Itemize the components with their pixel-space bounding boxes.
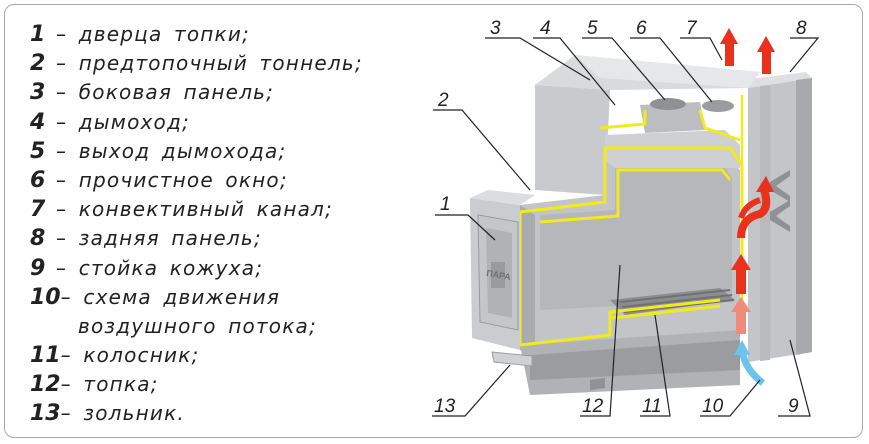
legend-item: 10– схема движения [30, 284, 281, 310]
callout-10: 10 [702, 396, 724, 417]
legend: 1– дверца топки; 2– предтопочный тоннель… [30, 20, 363, 429]
legend-item: 13– зольник. [30, 401, 185, 427]
legend-item: 3– боковая панель; [30, 80, 275, 106]
callout-6: 6 [636, 18, 647, 39]
side-panel [535, 55, 760, 195]
warming-air-segment [736, 310, 746, 334]
door-logo: ПАРА [485, 268, 512, 282]
legend-item: 1– дверца топки; [30, 22, 250, 47]
cleaning-window [702, 100, 734, 112]
hot-air-segment [736, 268, 746, 294]
vent-fin [770, 170, 790, 202]
air-flow-arrows [720, 28, 775, 386]
callout-9: 9 [788, 396, 799, 417]
legend-item-continuation: воздушного потока; [78, 313, 317, 338]
leader-lines [432, 37, 820, 417]
hot-air-exit-arrow [762, 50, 771, 74]
callout-4: 4 [540, 18, 551, 39]
callout-13: 13 [434, 396, 456, 417]
firebox-door: ПАРА [477, 214, 519, 331]
callout-11: 11 [642, 396, 662, 417]
flue-outlet [650, 98, 686, 110]
stove-body [518, 95, 744, 395]
legend-item: 6– прочистное окно; [30, 167, 288, 193]
cold-air-arrowhead [734, 340, 750, 355]
legend-item: 4– дымоход; [30, 109, 190, 135]
callout-7: 7 [686, 18, 698, 39]
legend-item: 9– стойка кожуха; [30, 255, 264, 281]
vent-fin [770, 200, 790, 232]
callout-2: 2 [437, 90, 449, 111]
firebox-interior [540, 168, 732, 310]
legend-item: 8– задняя панель; [30, 226, 262, 252]
legend-item: 12– топка; [30, 372, 159, 398]
ash-pit-handle [491, 351, 533, 367]
callout-3: 3 [490, 18, 501, 39]
callout-5: 5 [587, 18, 598, 39]
callout-1: 1 [440, 194, 451, 215]
legend-item: 2– предтопочный тоннель; [30, 51, 363, 77]
callout-8: 8 [796, 18, 807, 39]
hot-air-curve [737, 188, 771, 239]
callout-12: 12 [582, 396, 604, 417]
legend-item: 7– конвективный канал; [30, 197, 333, 223]
legend-item: 11– колосник; [30, 343, 200, 369]
legend-item: 5– выход дымохода; [30, 138, 287, 164]
hot-air-exit-arrow [725, 42, 734, 66]
